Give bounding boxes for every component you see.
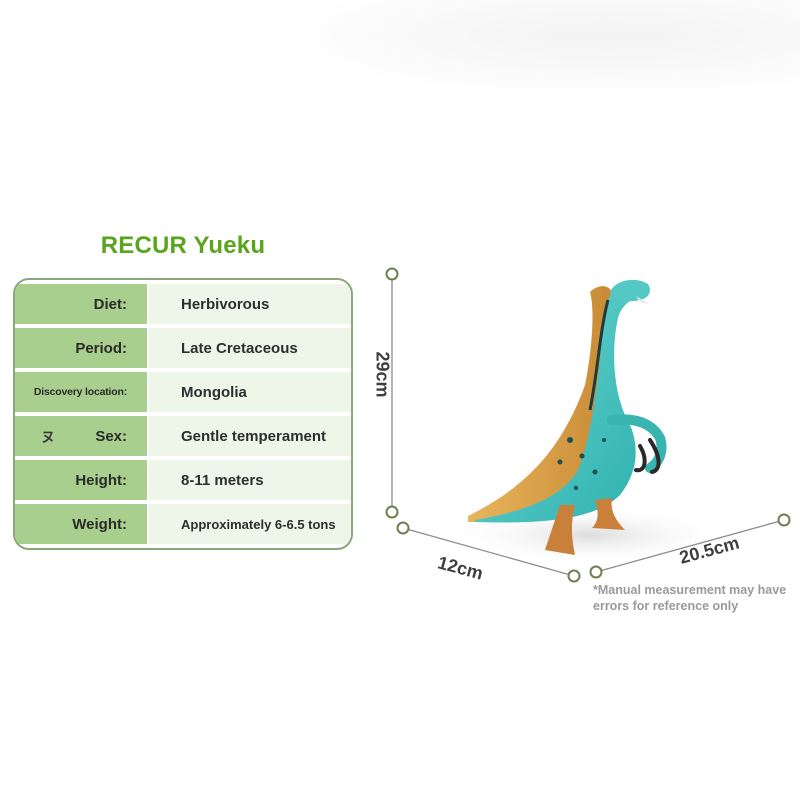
spec-label: Sex: (95, 427, 127, 445)
spec-value: Approximately 6-6.5 tons (147, 504, 351, 544)
spec-row-sex: ヌ Sex: Gentle temperament (15, 416, 351, 456)
claw (634, 444, 647, 473)
dimension-height-label: 29cm (372, 351, 393, 398)
spec-row-period: Period: Late Cretaceous (15, 328, 351, 368)
back-feathers (468, 286, 613, 522)
disclaimer-note: *Manual measurement may have errors for … (593, 583, 787, 613)
dinosaur-figure (385, 267, 791, 583)
dinosaur-mouth (636, 296, 650, 305)
brand-title: RECUR Yueku (100, 232, 266, 259)
spec-label: Diet: (15, 284, 147, 324)
dinosaur-head (610, 279, 650, 302)
spec-value: Late Cretaceous (147, 328, 351, 368)
glyph-mark: ヌ (41, 429, 55, 445)
background-haze (320, 0, 800, 90)
spec-label-container: ヌ Sex: (15, 416, 147, 456)
dinosaur-leg (592, 498, 625, 530)
spec-label: Period: (15, 328, 147, 368)
spec-table: Diet: Herbivorous Period: Late Cretaceou… (13, 278, 353, 550)
dimension-endpoints (385, 267, 791, 583)
neck-stripe (588, 299, 610, 411)
spec-label: Height: (15, 460, 147, 500)
spec-value: Herbivorous (147, 284, 351, 324)
spec-value: Mongolia (147, 372, 351, 412)
dinosaur-body (475, 285, 640, 523)
body-spots (557, 437, 606, 491)
spec-value: 8-11 meters (147, 460, 351, 500)
dimension-lines (391, 275, 785, 577)
spec-value: Gentle temperament (147, 416, 351, 456)
spec-label: Weight: (15, 504, 147, 544)
spec-row-diet: Diet: Herbivorous (15, 284, 351, 324)
dinosaur-leg (545, 505, 575, 555)
claw (648, 438, 661, 474)
spec-row-height: Height: 8-11 meters (15, 460, 351, 500)
spec-row-weight: Weight: Approximately 6-6.5 tons (15, 504, 351, 544)
spec-label: Discovery location: (15, 372, 147, 412)
spec-row-discovery-location: Discovery location: Mongolia (15, 372, 351, 412)
